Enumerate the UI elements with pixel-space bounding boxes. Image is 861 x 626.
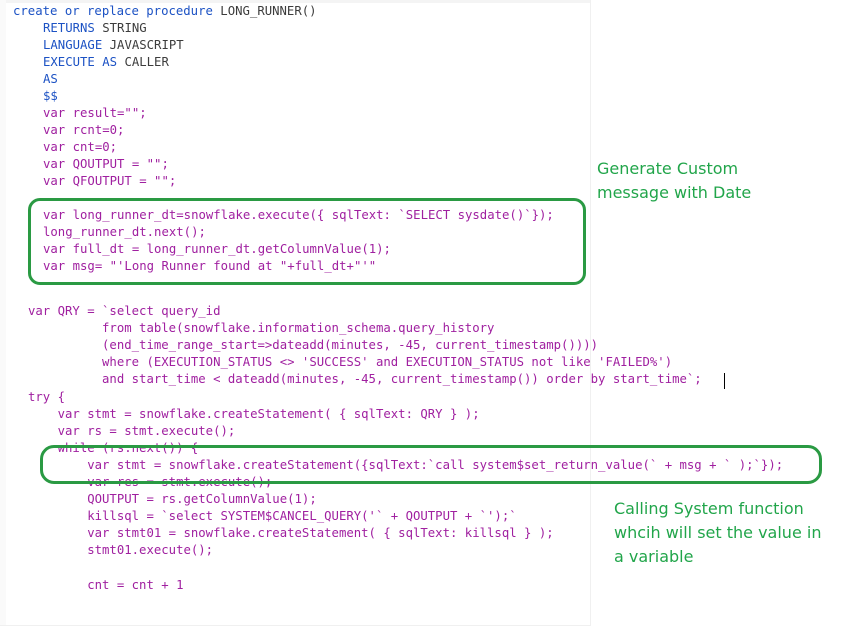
code-token: LONG_RUNNER() — [220, 4, 317, 18]
code-token: JAVASCRIPT — [109, 38, 184, 52]
code-line: LANGUAGE JAVASCRIPT — [43, 37, 184, 54]
code-line: from table(snowflake.information_schema.… — [28, 320, 494, 337]
code-keyword: $$ — [43, 89, 58, 103]
code-token: var QRY = `select query_id — [28, 304, 221, 318]
code-line: var QFOUTPUT = ""; — [43, 173, 176, 190]
annotation-line: Calling System function — [614, 499, 804, 518]
annotation-calling-system-function: Calling System function whcih will set t… — [614, 497, 821, 569]
code-token: and start_time < dateadd(minutes, -45, c… — [28, 372, 702, 386]
code-line: var cnt=0; — [43, 139, 117, 156]
code-token: var stmt01 = snowflake.createStatement( … — [28, 526, 554, 540]
code-line: try { — [28, 389, 65, 406]
code-token: var stmt = snowflake.createStatement( { … — [28, 407, 480, 421]
code-line: cnt = cnt + 1 — [28, 577, 183, 594]
code-token: var QFOUTPUT = ""; — [43, 174, 177, 188]
code-token: (end_time_range_start=>dateadd(minutes, … — [28, 338, 599, 352]
code-line: RETURNS STRING — [43, 20, 147, 37]
code-token: killsql = `select SYSTEM$CANCEL_QUERY('`… — [28, 509, 517, 523]
annotation-line: message with Date — [597, 183, 752, 202]
code-token: var QOUTPUT = ""; — [43, 157, 169, 171]
code-editor[interactable] — [0, 0, 591, 626]
annotation-line: Generate Custom — [597, 159, 739, 178]
code-line: EXECUTE AS CALLER — [43, 54, 169, 71]
code-line: where (EXECUTION_STATUS <> 'SUCCESS' and… — [28, 354, 672, 371]
editor-gutter — [0, 0, 6, 625]
code-token: var full_dt = long_runner_dt.getColumnVa… — [43, 242, 391, 256]
code-token: var long_runner_dt=snowflake.execute({ s… — [43, 208, 554, 222]
code-line: var stmt = snowflake.createStatement({sq… — [28, 457, 783, 474]
code-line: var long_runner_dt=snowflake.execute({ s… — [43, 207, 554, 224]
code-line: var stmt01 = snowflake.createStatement( … — [28, 525, 554, 542]
code-keyword: RETURNS — [43, 21, 103, 35]
code-line: stmt01.execute(); — [28, 542, 213, 559]
code-line: var rcnt=0; — [43, 122, 124, 139]
code-line: $$ — [43, 88, 58, 105]
code-token: var cnt=0; — [43, 140, 118, 154]
highlight-box-system-call — [40, 445, 822, 484]
code-keyword: create or replace procedure — [13, 4, 221, 18]
code-token: QOUTPUT = rs.getColumnValue(1); — [28, 492, 317, 506]
code-line: var full_dt = long_runner_dt.getColumnVa… — [43, 241, 391, 258]
code-line: var result=""; — [43, 105, 147, 122]
code-line: and start_time < dateadd(minutes, -45, c… — [28, 371, 702, 388]
code-keyword: EXECUTE AS — [43, 55, 125, 69]
code-line: (end_time_range_start=>dateadd(minutes, … — [28, 337, 598, 354]
code-token: var msg= "'Long Runner found at "+full_d… — [43, 259, 377, 273]
code-line: create or replace procedure LONG_RUNNER(… — [13, 3, 317, 20]
code-token: var rcnt=0; — [43, 123, 125, 137]
code-token: var rs = stmt.execute(); — [28, 424, 236, 438]
code-token: var stmt = snowflake.createStatement({sq… — [28, 458, 784, 472]
code-token: STRING — [102, 21, 147, 35]
code-line: AS — [43, 71, 58, 88]
code-line: var stmt = snowflake.createStatement( { … — [28, 406, 480, 423]
code-line: var QRY = `select query_id — [28, 303, 221, 320]
code-line: var QOUTPUT = ""; — [43, 156, 169, 173]
annotation-line: whcih will set the value in — [614, 523, 822, 542]
code-token: try { — [28, 390, 66, 404]
annotation-generate-custom-message: Generate Custom message with Date — [597, 157, 751, 205]
code-keyword: AS — [43, 72, 58, 86]
code-line: var rs = stmt.execute(); — [28, 423, 236, 440]
code-token: where (EXECUTION_STATUS <> 'SUCCESS' and… — [28, 355, 673, 369]
code-line: while (rs.next()) { — [28, 440, 199, 457]
code-token: cnt = cnt + 1 — [28, 578, 184, 592]
code-keyword: LANGUAGE — [43, 38, 110, 52]
code-line: killsql = `select SYSTEM$CANCEL_QUERY('`… — [28, 508, 517, 525]
code-token: long_runner_dt.next(); — [43, 225, 206, 239]
code-token: from table(snowflake.information_schema.… — [28, 321, 495, 335]
highlight-box-custom-message — [28, 198, 586, 285]
text-cursor — [724, 373, 725, 389]
code-line: long_runner_dt.next(); — [43, 224, 206, 241]
editor-top-border — [0, 0, 590, 3]
code-token: CALLER — [124, 55, 169, 69]
code-line: QOUTPUT = rs.getColumnValue(1); — [28, 491, 317, 508]
code-token: while (rs.next()) { — [28, 441, 199, 455]
annotation-line: a variable — [614, 547, 694, 566]
code-token: stmt01.execute(); — [28, 543, 214, 557]
code-token: var result=""; — [43, 106, 147, 120]
code-line: var msg= "'Long Runner found at "+full_d… — [43, 258, 376, 275]
